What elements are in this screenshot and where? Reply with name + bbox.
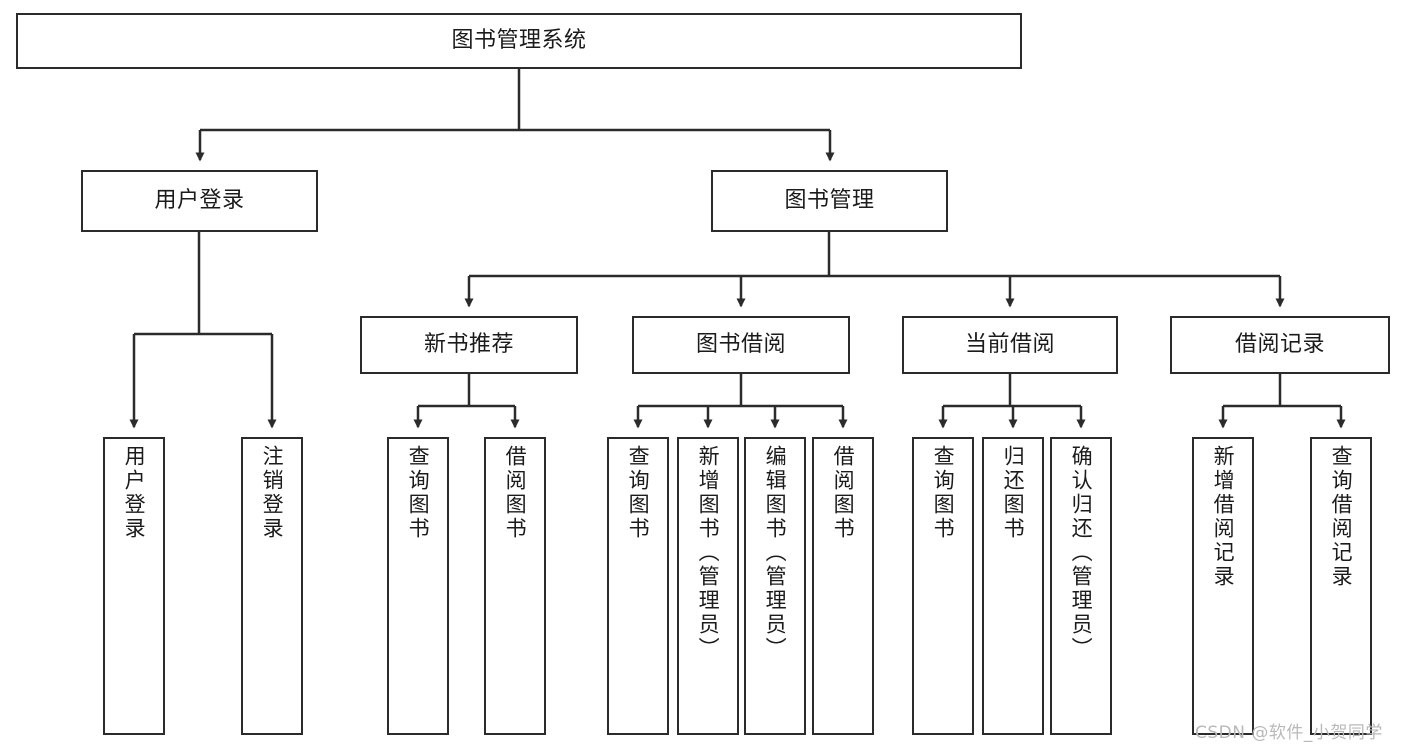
node-leaf-edit-book-admin-label: 编辑图书（管理员） <box>763 445 788 661</box>
node-root[interactable]: 图书管理系统 <box>16 13 1022 69</box>
node-leaf-query-book-borrow[interactable]: 查询图书 <box>607 437 669 735</box>
node-leaf-query-book-rec-label: 查询图书 <box>406 445 431 541</box>
node-leaf-add-borrow-record-label: 新增借阅记录 <box>1211 445 1236 589</box>
node-leaf-query-book-current-label: 查询图书 <box>931 445 956 541</box>
node-leaf-borrow-book-rec[interactable]: 借阅图书 <box>484 437 546 735</box>
node-level3-current-borrow-label: 当前借阅 <box>964 332 1055 358</box>
node-leaf-query-borrow-record[interactable]: 查询借阅记录 <box>1310 437 1372 735</box>
node-leaf-logout-label: 注销登录 <box>260 445 285 541</box>
node-leaf-query-borrow-record-label: 查询借阅记录 <box>1329 445 1354 589</box>
node-leaf-edit-book-admin[interactable]: 编辑图书（管理员） <box>744 437 806 735</box>
node-leaf-return-book-label: 归还图书 <box>1001 445 1026 541</box>
node-level3-current-borrow[interactable]: 当前借阅 <box>902 316 1118 374</box>
node-leaf-add-book-admin[interactable]: 新增图书（管理员） <box>677 437 739 735</box>
node-leaf-borrow-book[interactable]: 借阅图书 <box>812 437 874 735</box>
node-level2-user-login-label: 用户登录 <box>154 188 245 214</box>
node-root-label: 图书管理系统 <box>451 28 587 54</box>
csdn-watermark: CSDN @软件_小贺同学 <box>1195 723 1383 743</box>
node-leaf-query-book-borrow-label: 查询图书 <box>626 445 651 541</box>
node-leaf-confirm-return-admin-label: 确认归还（管理员） <box>1069 445 1094 661</box>
node-leaf-query-book-current[interactable]: 查询图书 <box>912 437 974 735</box>
node-leaf-borrow-book-rec-label: 借阅图书 <box>503 445 528 541</box>
node-level2-book-management[interactable]: 图书管理 <box>711 170 948 232</box>
node-leaf-query-book-rec[interactable]: 查询图书 <box>387 437 449 735</box>
node-leaf-return-book[interactable]: 归还图书 <box>982 437 1044 735</box>
node-level3-book-borrow-label: 图书借阅 <box>695 332 786 358</box>
node-level3-borrow-records[interactable]: 借阅记录 <box>1170 316 1390 374</box>
node-level2-user-login[interactable]: 用户登录 <box>81 170 318 232</box>
node-leaf-user-login-label: 用户登录 <box>122 445 147 541</box>
node-leaf-add-borrow-record[interactable]: 新增借阅记录 <box>1192 437 1254 735</box>
node-leaf-logout[interactable]: 注销登录 <box>241 437 303 735</box>
node-leaf-user-login[interactable]: 用户登录 <box>103 437 165 735</box>
node-leaf-confirm-return-admin[interactable]: 确认归还（管理员） <box>1050 437 1112 735</box>
node-level3-new-book-recommend-label: 新书推荐 <box>423 332 514 358</box>
node-level3-borrow-records-label: 借阅记录 <box>1234 332 1325 358</box>
node-level3-book-borrow[interactable]: 图书借阅 <box>632 316 850 374</box>
node-level2-book-management-label: 图书管理 <box>784 188 875 214</box>
node-leaf-add-book-admin-label: 新增图书（管理员） <box>696 445 721 661</box>
node-level3-new-book-recommend[interactable]: 新书推荐 <box>360 316 578 374</box>
node-leaf-borrow-book-label: 借阅图书 <box>831 445 856 541</box>
